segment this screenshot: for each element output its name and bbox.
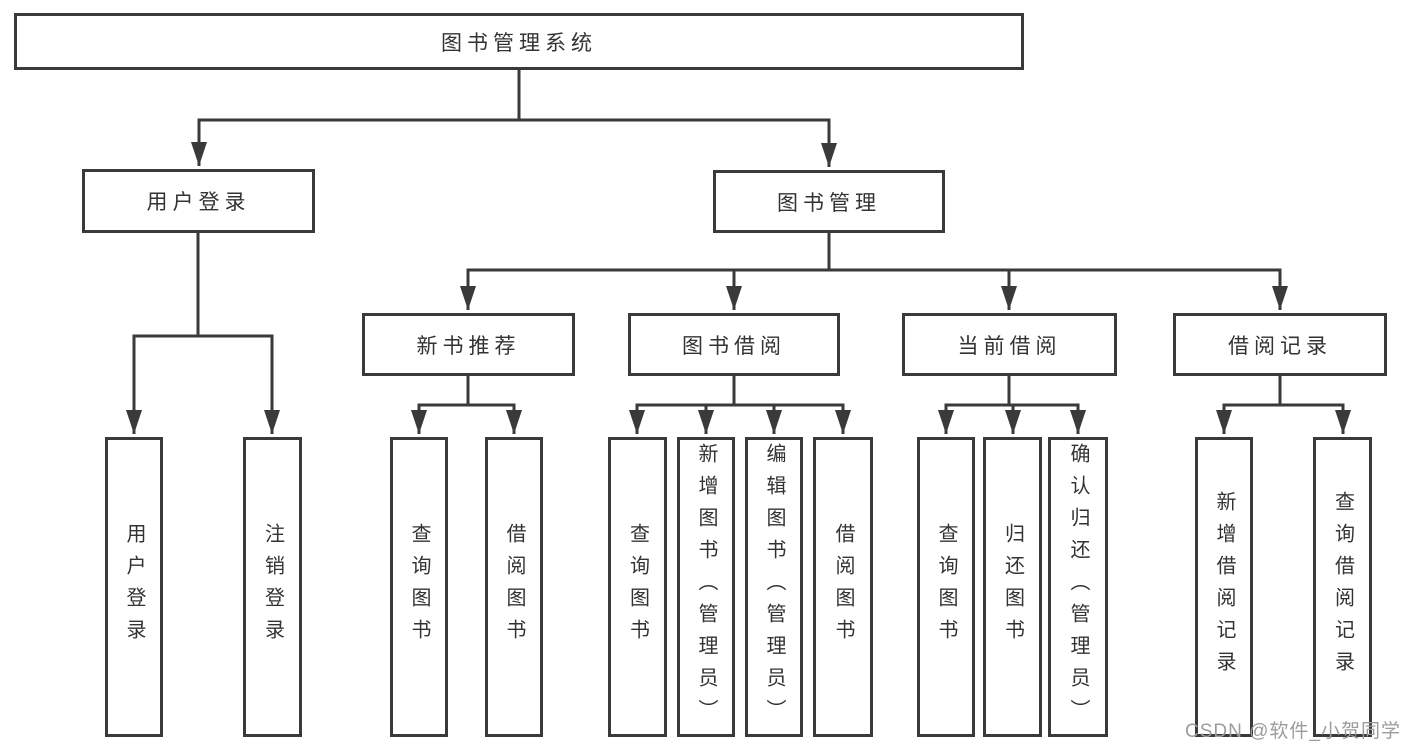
connector-elbows: [132, 68, 1345, 407]
node-book-borrowing: 图书借阅: [628, 313, 840, 376]
connector-arrows: [126, 120, 1351, 434]
leaf-confirm-return-admin-label: 确认归还（管理员）: [1067, 443, 1089, 731]
node-book-management: 图书管理: [713, 170, 945, 233]
leaf-edit-book-admin: 编辑图书（管理员）: [745, 437, 803, 737]
node-user-login: 用户登录: [82, 169, 315, 233]
leaf-add-book-admin: 新增图书（管理员）: [677, 437, 735, 737]
leaf-user-login-label: 用户登录: [123, 523, 145, 651]
node-current-borrowing: 当前借阅: [902, 313, 1117, 376]
leaf-add-borrow-record: 新增借阅记录: [1195, 437, 1253, 737]
node-borrow-records: 借阅记录: [1173, 313, 1387, 376]
node-root-library-system: 图书管理系统: [14, 13, 1024, 70]
leaf-borrow-book-label: 借阅图书: [832, 523, 854, 651]
leaf-query-book-borrowing: 查询图书: [608, 437, 667, 737]
leaf-add-book-admin-label: 新增图书（管理员）: [695, 443, 717, 731]
leaf-logout: 注销登录: [243, 437, 302, 737]
leaf-edit-book-admin-label: 编辑图书（管理员）: [763, 443, 785, 731]
csdn-watermark: CSDN @软件_小贺同学: [1185, 721, 1401, 742]
leaf-borrow-book-recommend: 借阅图书: [485, 437, 543, 737]
leaf-logout-label: 注销登录: [261, 523, 284, 651]
leaf-borrow-book: 借阅图书: [813, 437, 873, 737]
leaf-query-book-recommend-label: 查询图书: [408, 523, 430, 651]
leaf-query-book-recommend: 查询图书: [390, 437, 448, 737]
leaf-query-book-current-label: 查询图书: [935, 523, 957, 651]
leaf-add-borrow-record-label: 新增借阅记录: [1213, 491, 1235, 683]
leaf-query-book-current: 查询图书: [917, 437, 975, 737]
leaf-query-borrow-record: 查询借阅记录: [1313, 437, 1372, 737]
leaf-user-login: 用户登录: [105, 437, 163, 737]
leaf-query-borrow-record-label: 查询借阅记录: [1331, 491, 1354, 683]
leaf-return-book: 归还图书: [983, 437, 1042, 737]
leaf-return-book-label: 归还图书: [1001, 523, 1024, 651]
leaf-query-book-borrowing-label: 查询图书: [626, 523, 649, 651]
leaf-borrow-book-recommend-label: 借阅图书: [503, 523, 525, 651]
leaf-confirm-return-admin: 确认归还（管理员）: [1048, 437, 1108, 737]
node-new-book-recommend: 新书推荐: [362, 313, 575, 376]
